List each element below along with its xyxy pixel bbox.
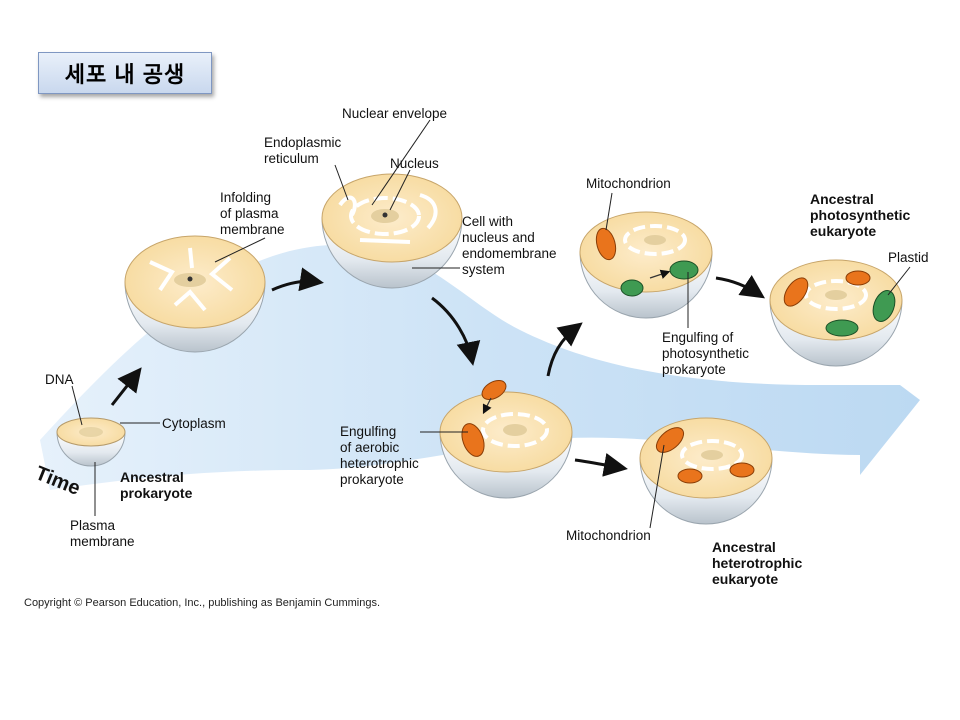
engulfing-photosynthetic-cell bbox=[579, 211, 713, 319]
heterotrophic-eukaryote-cell bbox=[639, 417, 773, 525]
infolding-cell bbox=[124, 235, 266, 353]
slide-title: 세포 내 공생 bbox=[38, 52, 212, 94]
photosynthetic-eukaryote-cell bbox=[769, 259, 903, 367]
label-cell-with-nucleus: Cell with nucleus and endomembrane syste… bbox=[462, 214, 560, 277]
process-arrows bbox=[110, 267, 765, 477]
arrow-3 bbox=[431, 296, 481, 366]
label-ancestral-heterotrophic: Ancestral heterotrophic eukaryote bbox=[712, 539, 806, 587]
label-endoplasmic-reticulum: Endoplasmic reticulum bbox=[264, 135, 345, 166]
label-dna: DNA bbox=[45, 372, 74, 387]
label-plastid: Plastid bbox=[888, 250, 929, 265]
label-plasma-membrane: Plasma membrane bbox=[70, 518, 135, 549]
arrow-4 bbox=[546, 322, 583, 377]
label-ancestral-prokaryote: Ancestral prokaryote bbox=[120, 469, 193, 501]
ancestral-prokaryote-cell bbox=[56, 417, 126, 467]
label-mitochondrion-top: Mitochondrion bbox=[586, 176, 671, 191]
label-infolding: Infolding of plasma membrane bbox=[220, 190, 285, 237]
endomembrane-cell bbox=[321, 173, 463, 289]
copyright-text: Copyright © Pearson Education, Inc., pub… bbox=[24, 597, 380, 609]
label-nucleus: Nucleus bbox=[390, 156, 439, 171]
label-nuclear-envelope: Nuclear envelope bbox=[342, 106, 447, 121]
leader-lines bbox=[71, 119, 911, 529]
label-mitochondrion-bottom: Mitochondrion bbox=[566, 528, 651, 543]
arrow-1 bbox=[110, 367, 142, 406]
label-cytoplasm: Cytoplasm bbox=[162, 416, 226, 431]
engulfing-aerobic-cell bbox=[439, 380, 573, 499]
label-engulfing-photosynthetic: Engulfing of photosynthetic prokaryote bbox=[662, 330, 753, 377]
label-ancestral-photosynthetic: Ancestral photosynthetic eukaryote bbox=[810, 191, 914, 239]
arrow-5 bbox=[715, 275, 765, 299]
label-engulfing-aerobic: Engulfing of aerobic heterotrophic proka… bbox=[340, 424, 423, 487]
arrow-2 bbox=[271, 267, 324, 292]
arrow-6 bbox=[574, 453, 628, 477]
